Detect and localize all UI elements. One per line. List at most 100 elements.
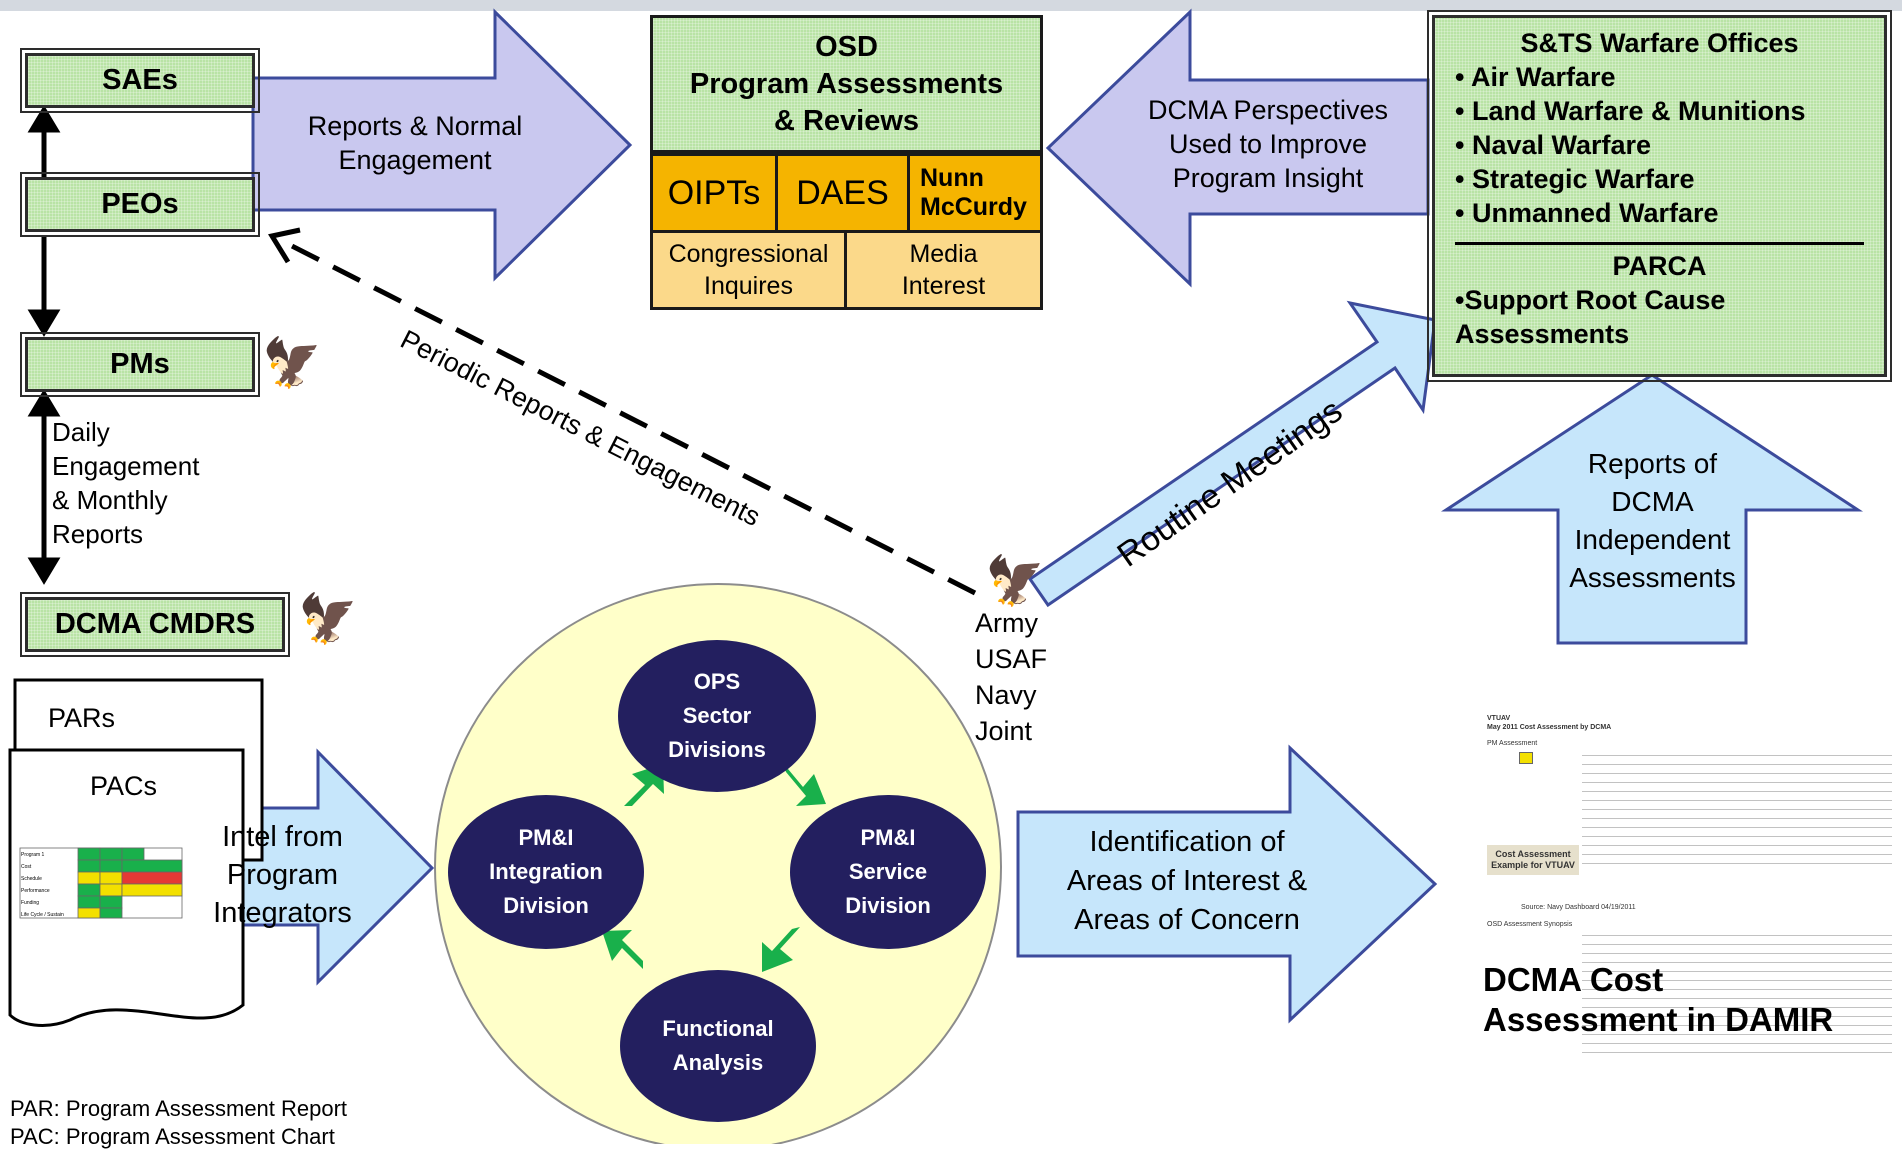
- top-band: [0, 0, 1902, 11]
- st-title: S&TS Warfare Offices: [1520, 28, 1799, 58]
- osd-title-line-2: Program Assessments: [689, 67, 1004, 100]
- reports-normal-arrow: [251, 8, 633, 282]
- intel-line-1: Intel from: [222, 821, 343, 853]
- nunn-line-2: McCurdy: [920, 193, 1027, 221]
- reports-dcma-line-4: Assessments: [1569, 562, 1736, 593]
- osd-title-line-3: & Reviews: [773, 104, 920, 137]
- reports-dcma-label: Reports of DCMA Independent Assessments: [1555, 445, 1750, 597]
- media-box: Media Interest: [844, 230, 1043, 310]
- identification-arrow: [1016, 744, 1438, 1024]
- integration-line-1: PM&I: [518, 824, 574, 850]
- st-item-land: • Land Warfare & Munitions: [1455, 96, 1806, 126]
- oipts-label: OIPTs: [667, 173, 761, 212]
- congressional-line-2: Inquires: [704, 272, 793, 300]
- cycle-arrow-ne: [783, 763, 826, 806]
- pac-row-schedule: Schedule: [21, 876, 42, 882]
- reports-dcma-line-3: Independent: [1574, 524, 1731, 555]
- daily-line-3: & Monthly: [52, 485, 168, 515]
- cost-example-label: Cost Assessment Example for VTUAV: [1487, 845, 1579, 875]
- congressional-box: Congressional Inquires: [650, 230, 847, 310]
- eagle-icon: 🦅: [985, 555, 1045, 608]
- osd-box: OSD Program Assessments & Reviews: [650, 15, 1043, 153]
- parca-title: PARCA: [1612, 251, 1707, 281]
- damir-text-lines-2: [1582, 935, 1892, 1055]
- st-item-naval: • Naval Warfare: [1455, 130, 1652, 160]
- daily-line-2: Engagement: [52, 451, 200, 481]
- pac-row-lifecycle: Life Cycle / Sustain: [21, 912, 64, 918]
- chain-connectors: [27, 105, 61, 585]
- daily-line-1: Daily: [52, 417, 110, 447]
- pac-row-funding: Funding: [21, 900, 40, 906]
- intel-from-label: Intel from Program Integrators: [190, 818, 375, 932]
- reports-dcma-line-1: Reports of: [1587, 448, 1718, 479]
- service-navy: Navy: [975, 680, 1037, 710]
- reports-normal-line-2: Engagement: [338, 144, 492, 175]
- legend-par: PAR: Program Assessment Report: [10, 1096, 348, 1121]
- legend: PAR: Program Assessment Report PAC: Prog…: [10, 1095, 530, 1151]
- cost-example-line-2: Example for VTUAV: [1491, 860, 1575, 870]
- service-joint: Joint: [975, 716, 1033, 746]
- pac-row-cost: Cost: [21, 864, 32, 870]
- damir-caption: DCMA Cost Assessment in DAMIR: [1483, 960, 1902, 1040]
- daily-line-4: Reports: [52, 519, 144, 549]
- dcma-persp-line-1: DCMA Perspectives: [1147, 95, 1389, 125]
- functional-line-2: Analysis: [672, 1050, 764, 1075]
- periodic-arrowhead: [268, 227, 301, 264]
- damir-text-lines: [1582, 755, 1892, 865]
- dcma-persp-line-3: Program Insight: [1172, 162, 1364, 193]
- damir-caption-line-2: Assessment in DAMIR: [1483, 1001, 1834, 1038]
- eagle-icon: 🦅: [262, 337, 322, 390]
- pac-rows: Program 1 Cost Schedule Performance Fund…: [21, 849, 77, 921]
- identification-line-3: Areas of Concern: [1074, 904, 1300, 936]
- st-item-air: • Air Warfare: [1455, 62, 1616, 92]
- reports-normal-label: Reports & Normal Engagement: [280, 110, 550, 178]
- pars-text: PARs: [48, 703, 116, 733]
- integration-line-3: Division: [503, 893, 589, 919]
- pac-row-program: Program 1: [21, 852, 45, 858]
- dcma-perspectives-arrow: [1045, 8, 1430, 288]
- service-div-line-3: Division: [845, 893, 931, 919]
- daily-engagement-label: Daily Engagement & Monthly Reports: [52, 415, 252, 551]
- pm-assessment-indicator: [1519, 751, 1533, 764]
- peos-box: PEOs: [20, 172, 260, 237]
- damir-pm-assessment: PM Assessment: [1487, 740, 1538, 747]
- parca-item-line-2: Assessments: [1455, 319, 1630, 349]
- identification-line-1: Identification of: [1089, 826, 1285, 858]
- ops-sector-node: OPS Sector Divisions: [618, 640, 816, 792]
- periodic-dashed-line: [288, 242, 977, 596]
- service-army: Army: [975, 608, 1038, 638]
- identification-line-2: Areas of Interest &: [1066, 865, 1308, 897]
- daes-label: DAES: [796, 173, 889, 212]
- damir-doc-subtitle: May 2011 Cost Assessment by DCMA: [1487, 723, 1612, 731]
- pac-mini-chart: [19, 847, 183, 919]
- pms-label: PMs: [110, 348, 170, 380]
- functional-analysis-node: Functional Analysis: [620, 970, 816, 1122]
- pac-row-performance: Performance: [21, 888, 50, 894]
- integration-line-2: Integration: [489, 858, 603, 884]
- st-warfare-box: S&TS Warfare Offices • Air Warfare • Lan…: [1427, 10, 1892, 382]
- damir-caption-line-1: DCMA Cost: [1483, 961, 1664, 998]
- damir-source: Source: Navy Dashboard 04/19/2011: [1521, 904, 1636, 911]
- saes-box: SAEs: [20, 48, 260, 113]
- media-line-1: Media: [909, 239, 978, 268]
- reports-dcma-arrow: [1440, 373, 1864, 645]
- integration-division-node: PM&I Integration Division: [448, 795, 644, 949]
- reports-normal-line-1: Reports & Normal: [307, 111, 523, 141]
- damir-document: VTUAV May 2011 Cost Assessment by DCMA P…: [1487, 715, 1899, 1055]
- damir-doc-title: VTUAV: [1487, 715, 1511, 722]
- cycle-arrow-se: [762, 927, 800, 972]
- oipts-box: OIPTs: [650, 153, 778, 233]
- ops-line-3: Divisions: [668, 737, 766, 763]
- damir-synopsis: OSD Assessment Synopsis: [1487, 921, 1573, 928]
- nunn-mccurdy-box: Nunn McCurdy: [907, 153, 1043, 233]
- st-item-unmanned: • Unmanned Warfare: [1455, 198, 1719, 228]
- routine-meetings-arrow: [1027, 300, 1437, 608]
- pars-label: PARs: [48, 702, 115, 736]
- service-div-line-1: PM&I: [860, 824, 916, 850]
- reports-dcma-line-2: DCMA: [1611, 486, 1694, 517]
- st-item-strategic: • Strategic Warfare: [1455, 164, 1695, 194]
- dcma-cmdrs-box: DCMA CMDRS: [20, 592, 290, 657]
- cost-example-line-1: Cost Assessment: [1495, 849, 1571, 859]
- ops-line-2: Sector: [682, 702, 752, 728]
- peos-label: PEOs: [101, 188, 179, 220]
